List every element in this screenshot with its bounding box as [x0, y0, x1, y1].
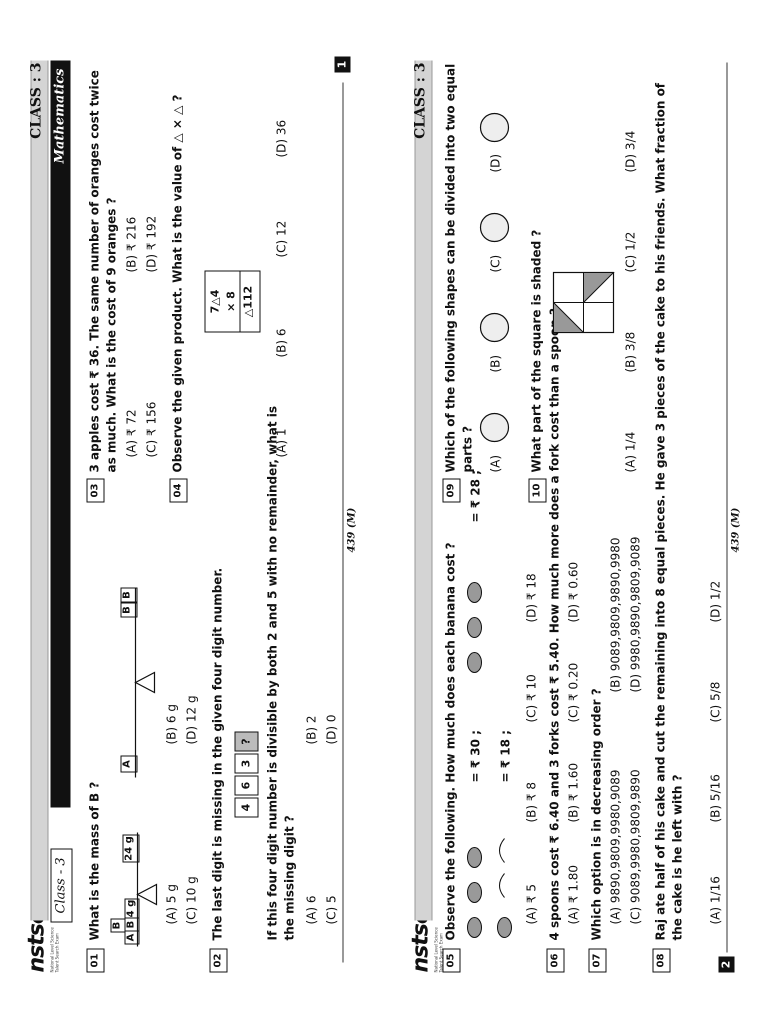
page-2-lower: 09 Which of the following shapes can be … — [409, 53, 744, 973]
page-1-lower: 03 3 apples cost ₹ 36. The same number o… — [25, 53, 360, 973]
q03-option-c[interactable]: (C) ₹ 156 — [144, 401, 159, 458]
page-number-1: 1 — [334, 56, 351, 73]
footer-rule-2 — [726, 62, 728, 953]
q04-option-a[interactable]: (A) 1 — [274, 428, 289, 458]
q04-product-box: 7△4× 8△112 — [204, 270, 261, 333]
q10-option-a[interactable]: (A) 1/4 — [623, 431, 638, 473]
q04-text: Observe the given product. What is the v… — [170, 94, 185, 473]
q04-number: 04 — [169, 478, 188, 503]
q10-option-d[interactable]: (D) 3/4 — [623, 130, 638, 173]
footer-code-1: 439 (M) — [346, 507, 358, 553]
q09-faces-drawing — [479, 112, 510, 443]
page-2: nstse National Level Science Talent Sear… — [409, 53, 744, 973]
q04-option-d[interactable]: (D) 36 — [274, 119, 289, 158]
q10-square-drawing — [552, 271, 615, 334]
q01-balance-drawing — [134, 587, 158, 947]
footer-rule-1 — [342, 82, 344, 963]
q03-number: 03 — [86, 478, 105, 503]
q03-text: 3 apples cost ₹ 36. The same number of o… — [87, 70, 119, 473]
q04-option-b[interactable]: (B) 6 — [274, 328, 289, 358]
footer-code-2: 439 (M) — [730, 507, 742, 553]
q03-option-a[interactable]: (A) ₹ 72 — [124, 409, 139, 458]
q05-fruit-drawing — [467, 582, 512, 938]
q03-option-d[interactable]: (D) ₹ 192 — [144, 215, 159, 273]
q10-option-c[interactable]: (C) 1/2 — [623, 231, 638, 273]
q03-option-b[interactable]: (B) ₹ 216 — [124, 216, 139, 273]
q04-option-c[interactable]: (C) 12 — [274, 220, 289, 258]
page-1: nstse National Level Science Talent Sear… — [25, 53, 360, 973]
page-number-2: 2 — [718, 956, 735, 973]
q10-option-b[interactable]: (B) 3/8 — [623, 331, 638, 373]
